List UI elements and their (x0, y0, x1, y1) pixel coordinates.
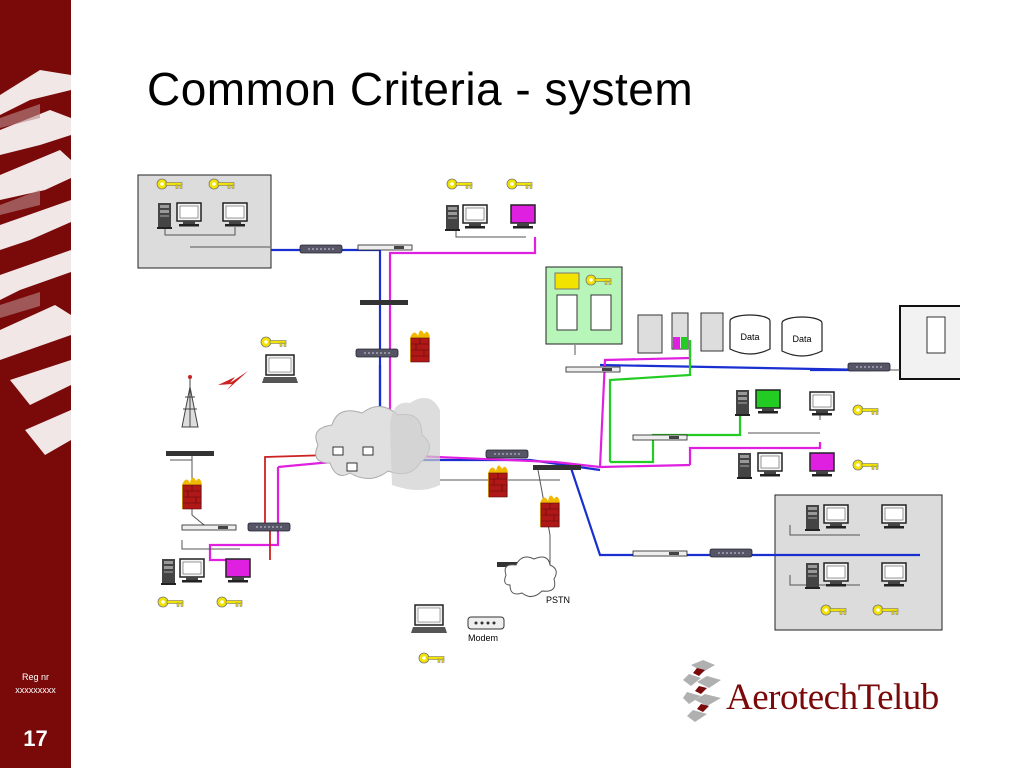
server-tower-icon (445, 205, 460, 231)
monitor-icon (809, 452, 835, 478)
router-icon (332, 446, 344, 456)
server-tower-icon (590, 294, 612, 331)
reg-label: Reg nr (21, 672, 49, 682)
modem-label: Modem (468, 633, 498, 643)
cloud-shadow (390, 397, 440, 490)
server-tower-icon (805, 563, 820, 589)
monitor-icon (179, 558, 205, 584)
hub-icon (632, 434, 688, 441)
server-tower-icon (157, 203, 172, 229)
switch-icon (360, 300, 408, 305)
router-icon (346, 462, 358, 472)
key-icon (260, 336, 287, 348)
router-icon (247, 522, 291, 532)
seal-icon (554, 272, 580, 290)
company-logo-mark (683, 660, 721, 722)
monitor-icon (809, 391, 835, 417)
key-icon (852, 404, 879, 416)
server-tower-icon (926, 316, 946, 354)
monitor-icon (225, 558, 251, 584)
sidebar-pattern (0, 70, 71, 455)
network-diagram: Data Data PSTN (137, 174, 960, 664)
router-icon (299, 244, 343, 254)
server-tower-icon (805, 505, 820, 531)
zone-top-left (137, 174, 272, 269)
hub-icon (357, 244, 413, 251)
laptop-icon (261, 354, 299, 384)
key-icon (852, 459, 879, 471)
slide-title: Common Criteria - system (147, 63, 694, 115)
pstn-label: PSTN (546, 595, 570, 605)
switch-icon (166, 451, 214, 456)
cloud-icon (504, 556, 557, 597)
database-label: Data (792, 334, 811, 344)
firewall-icon (487, 465, 509, 498)
nic-magenta (673, 337, 680, 349)
key-icon (446, 178, 473, 190)
monitor-icon (510, 204, 536, 230)
router-icon (362, 446, 374, 456)
server-tower-icon (161, 559, 176, 585)
router-icon (355, 348, 399, 358)
firewall-icon (539, 495, 561, 528)
company-logo: AerotechTelub (726, 677, 939, 718)
router-icon (485, 449, 529, 459)
switch-icon (533, 465, 581, 470)
router-icon (709, 548, 753, 558)
firewall-icon (409, 330, 431, 363)
monitor-icon (462, 204, 488, 230)
page-number: 17 (23, 726, 48, 751)
firewall-icon (181, 477, 203, 510)
key-icon (157, 596, 184, 608)
zone-bottom-right (774, 494, 943, 631)
reg-value: xxxxxxxxx (15, 685, 56, 695)
modem-icon (467, 616, 505, 630)
key-icon (418, 652, 445, 664)
link-magenta (208, 237, 822, 562)
hub-icon (565, 366, 621, 373)
monitor-icon (757, 452, 783, 478)
hub-icon (181, 524, 237, 531)
wireless-signal-icon (218, 371, 248, 390)
server-tower-icon (735, 390, 750, 416)
server-tower-icon (556, 294, 578, 331)
monitor-icon (755, 389, 781, 415)
server-rack-icon (700, 312, 724, 352)
laptop-icon (410, 604, 448, 634)
radio-antenna-icon (181, 375, 199, 428)
hub-icon (632, 550, 688, 557)
server-tower-icon (737, 453, 752, 479)
sidebar-band (0, 0, 71, 768)
key-icon (506, 178, 533, 190)
router-icon (847, 362, 891, 372)
database-label: Data (740, 332, 759, 342)
nic-green (681, 337, 688, 349)
server-rack-icon (637, 314, 663, 354)
link-red (264, 454, 331, 560)
key-icon (216, 596, 243, 608)
